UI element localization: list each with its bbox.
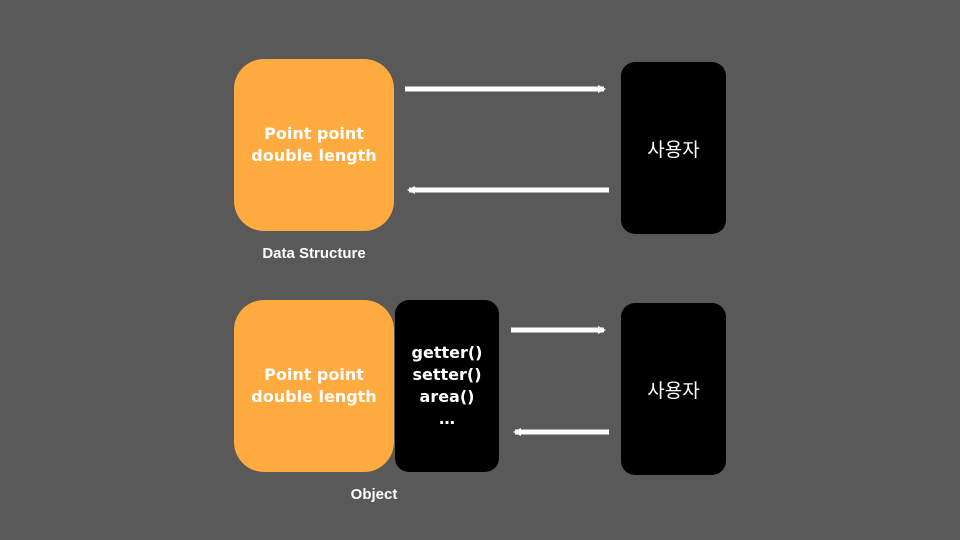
bottom-caption: Object bbox=[350, 486, 398, 503]
bottom-data-line1: Point point bbox=[264, 365, 364, 384]
bottom-data-box: Point point double length bbox=[234, 300, 394, 472]
method-getter: getter() bbox=[411, 343, 483, 362]
top-user-box: 사용자 bbox=[621, 62, 726, 234]
top-caption: Data Structure bbox=[262, 245, 366, 262]
bottom-user-box: 사용자 bbox=[621, 303, 726, 475]
method-area: area() bbox=[419, 387, 475, 406]
method-ellipsis: … bbox=[439, 409, 455, 428]
top-data-line2: double length bbox=[251, 146, 377, 165]
method-setter: setter() bbox=[412, 365, 482, 384]
top-data-box: Point point double length bbox=[234, 59, 394, 231]
bottom-data-line2: double length bbox=[251, 387, 377, 406]
top-data-line1: Point point bbox=[264, 124, 364, 143]
top-user-label: 사용자 bbox=[647, 138, 700, 161]
bottom-user-label: 사용자 bbox=[647, 379, 700, 402]
bottom-methods-box: getter() setter() area() … bbox=[395, 300, 499, 472]
